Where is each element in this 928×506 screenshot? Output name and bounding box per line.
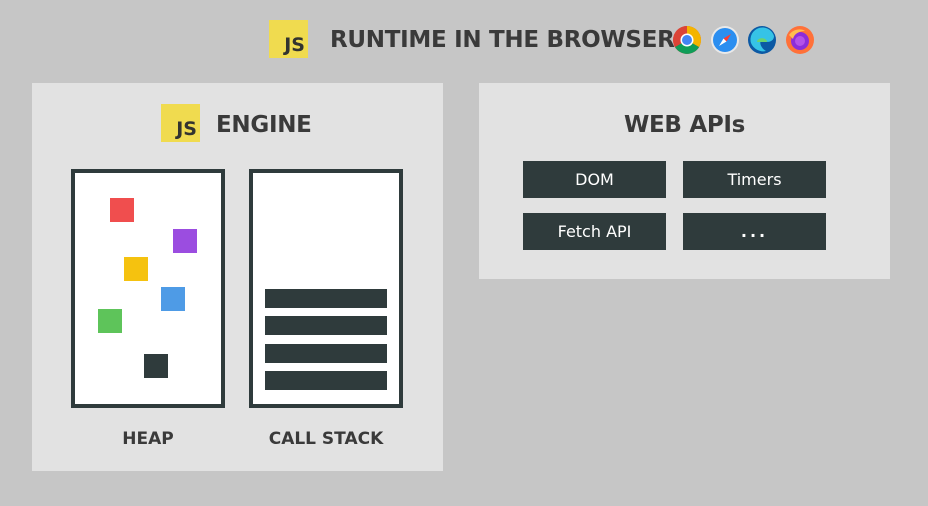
call-stack-label: CALL STACK (268, 429, 384, 449)
web-apis-title: WEB APIs (623, 112, 746, 138)
safari-icon (711, 26, 739, 54)
heap-box (71, 169, 225, 408)
heap-object (110, 198, 134, 222)
stack-frame (265, 371, 387, 390)
api-more: ... (683, 213, 826, 250)
call-stack-box (249, 169, 403, 408)
stack-frame (265, 344, 387, 363)
api-dom: DOM (523, 161, 666, 198)
engine-panel: JS ENGINE HEAP CALL STACK (32, 83, 443, 471)
stack-frame (265, 316, 387, 335)
firefox-icon (786, 26, 814, 54)
edge-icon (748, 26, 776, 54)
chrome-icon (673, 26, 701, 54)
page-title: RUNTIME IN THE BROWSER (330, 27, 675, 53)
js-logo: JS (161, 104, 200, 142)
heap-object (173, 229, 197, 253)
api-timers: Timers (683, 161, 826, 198)
stack-frame (265, 289, 387, 308)
web-apis-panel: WEB APIs DOM Timers Fetch API ... (479, 83, 890, 279)
api-fetch: Fetch API (523, 213, 666, 250)
heap-label: HEAP (122, 429, 174, 449)
js-logo-text: JS (284, 34, 305, 56)
js-logo-text: JS (176, 118, 197, 140)
heap-object (124, 257, 148, 281)
engine-title: ENGINE (216, 112, 312, 138)
js-logo: JS (269, 20, 308, 58)
heap-object (144, 354, 168, 378)
heap-object (161, 287, 185, 311)
heap-object (98, 309, 122, 333)
